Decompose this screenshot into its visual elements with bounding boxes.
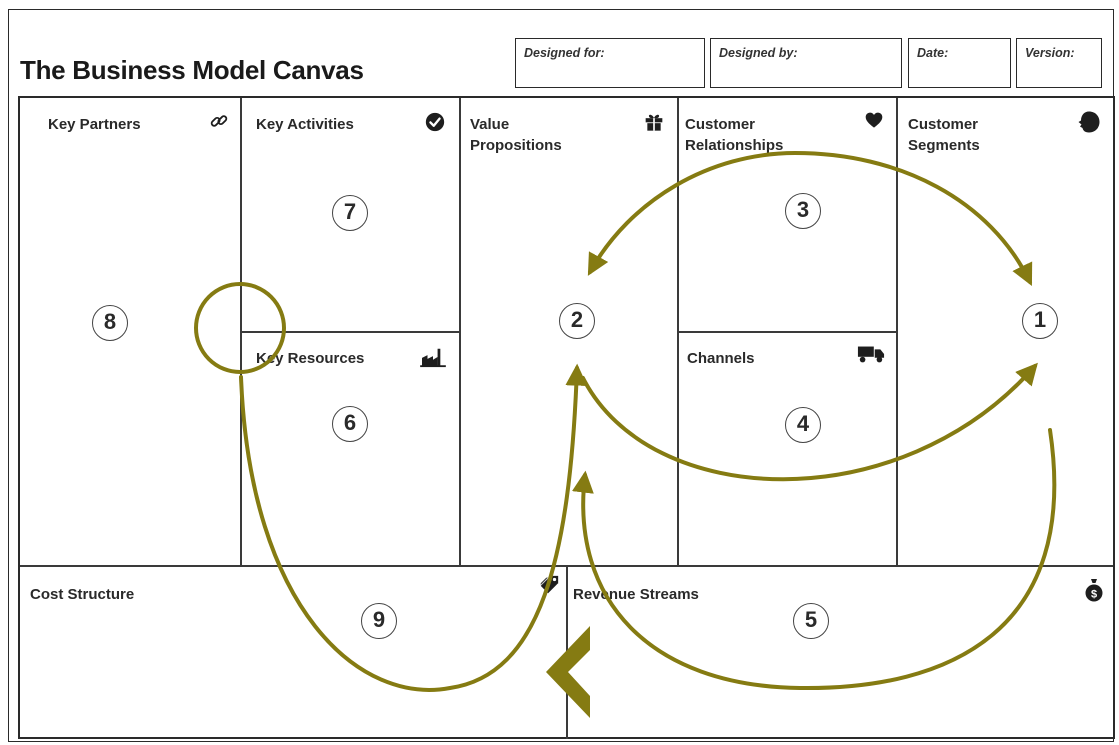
number-badge-7: 7	[332, 195, 368, 231]
key-resources-title: Key Resources	[256, 350, 365, 367]
divider	[677, 331, 896, 333]
key-activities-title: Key Activities	[256, 116, 354, 133]
customer-segments-title-line2: Segments	[908, 137, 980, 154]
user-head-icon	[1077, 110, 1101, 134]
channels-title: Channels	[687, 350, 755, 367]
divider	[240, 331, 459, 333]
value-propositions-title-line1: Value	[470, 116, 510, 133]
number-badge-3: 3	[785, 193, 821, 229]
gift-icon	[644, 111, 664, 132]
check-circle-icon	[425, 112, 445, 132]
money-bag-icon: $	[1084, 578, 1104, 602]
designed-by-label: Designed by:	[719, 46, 798, 60]
number-badge-5: 5	[793, 603, 829, 639]
revenue-streams-title: Revenue Streams	[573, 586, 699, 603]
version-label: Version:	[1025, 46, 1075, 60]
canvas-grid	[18, 96, 1115, 739]
designed-by-field[interactable]: Designed by:	[710, 38, 902, 88]
customer-segments-title-line1: Customer	[908, 116, 979, 133]
number-badge-9: 9	[361, 603, 397, 639]
number-badge-2: 2	[559, 303, 595, 339]
key-partners-title: Key Partners	[48, 116, 141, 133]
tag-icon	[538, 574, 560, 596]
customer-relationships-title-line1: Customer	[685, 116, 756, 133]
number-badge-4: 4	[785, 407, 821, 443]
version-field[interactable]: Version:	[1016, 38, 1102, 88]
number-badge-8: 8	[92, 305, 128, 341]
link-icon	[209, 111, 229, 131]
divider	[20, 565, 1113, 567]
date-field[interactable]: Date:	[908, 38, 1011, 88]
truck-icon	[857, 344, 885, 364]
number-badge-1: 1	[1022, 303, 1058, 339]
heart-icon	[864, 111, 884, 130]
divider	[896, 98, 898, 565]
divider	[566, 565, 568, 739]
number-badge-6: 6	[332, 406, 368, 442]
factory-icon	[420, 346, 446, 368]
svg-text:$: $	[1091, 589, 1097, 601]
divider	[459, 98, 461, 565]
customer-relationships-title-line2: Relationships	[685, 137, 784, 154]
page-title: The Business Model Canvas	[20, 55, 364, 85]
value-propositions-title-line2: Propositions	[470, 137, 562, 154]
cost-structure-title: Cost Structure	[30, 586, 135, 603]
designed-for-label: Designed for:	[524, 46, 605, 60]
designed-for-field[interactable]: Designed for:	[515, 38, 705, 88]
date-label: Date:	[917, 46, 949, 60]
